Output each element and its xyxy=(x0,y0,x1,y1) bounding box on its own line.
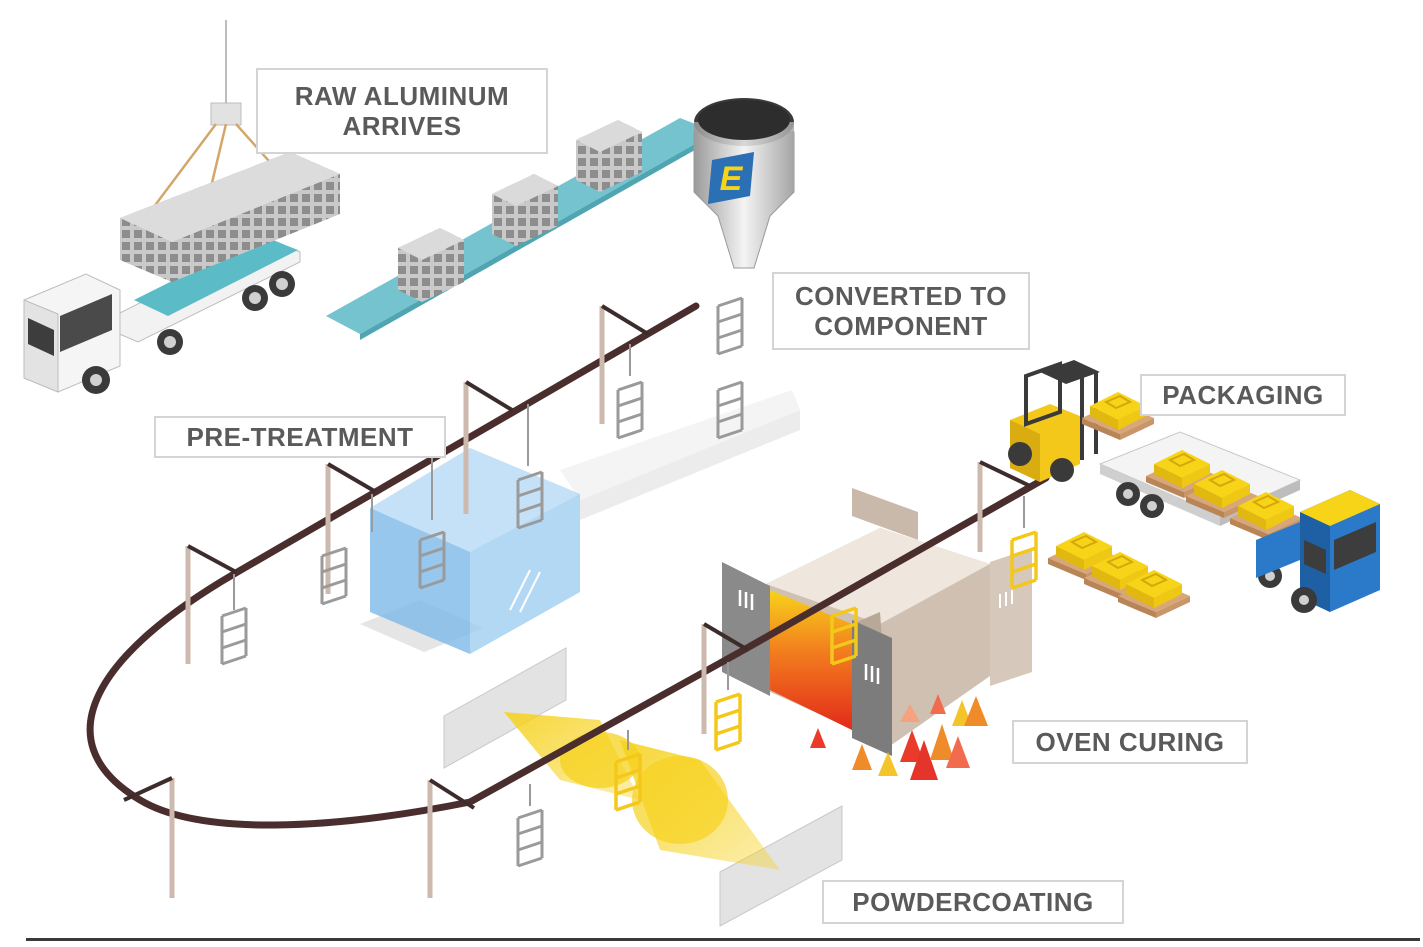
delivery-truck-icon xyxy=(23,20,340,394)
hopper-icon: E xyxy=(693,98,795,269)
stage-label-line: PACKAGING xyxy=(1162,380,1324,410)
stage-label-line: COMPONENT xyxy=(814,311,988,341)
logo-letter: E xyxy=(720,160,744,198)
overhead-conveyor-rail xyxy=(86,302,1050,829)
stage-label-line: OVEN CURING xyxy=(1035,727,1225,757)
forklift-icon xyxy=(1008,360,1155,482)
powder-spray-icon xyxy=(504,712,780,870)
powder-booth-panel xyxy=(443,647,843,927)
rail-support-posts xyxy=(123,304,1031,898)
shipping-truck-icon xyxy=(1098,431,1380,613)
curing-oven xyxy=(722,488,1032,756)
hanging-rack-icon xyxy=(220,296,1038,868)
stage-label-converted: CONVERTED TO COMPONENT xyxy=(772,272,1030,350)
stage-label-line: POWDERCOATING xyxy=(852,887,1094,917)
stage-label-oven-curing: OVEN CURING xyxy=(1012,720,1248,764)
stage-label-line: RAW ALUMINUM xyxy=(294,81,510,111)
stage-label-powdercoating: POWDERCOATING xyxy=(822,880,1124,924)
flame-icon xyxy=(810,694,988,780)
bottom-divider xyxy=(26,938,1420,941)
stage-label-raw-aluminum: RAW ALUMINUM ARRIVES xyxy=(256,68,548,154)
stage-label-line: ARRIVES xyxy=(342,111,462,141)
pallet-icon xyxy=(1047,531,1191,619)
stage-label-line: CONVERTED TO xyxy=(794,281,1008,311)
stage-label-line: PRE-TREATMENT xyxy=(186,422,414,452)
stage-label-packaging: PACKAGING xyxy=(1140,374,1346,416)
stage-label-pre-treatment: PRE-TREATMENT xyxy=(154,416,446,458)
aluminum-bundle-icon xyxy=(398,120,642,302)
